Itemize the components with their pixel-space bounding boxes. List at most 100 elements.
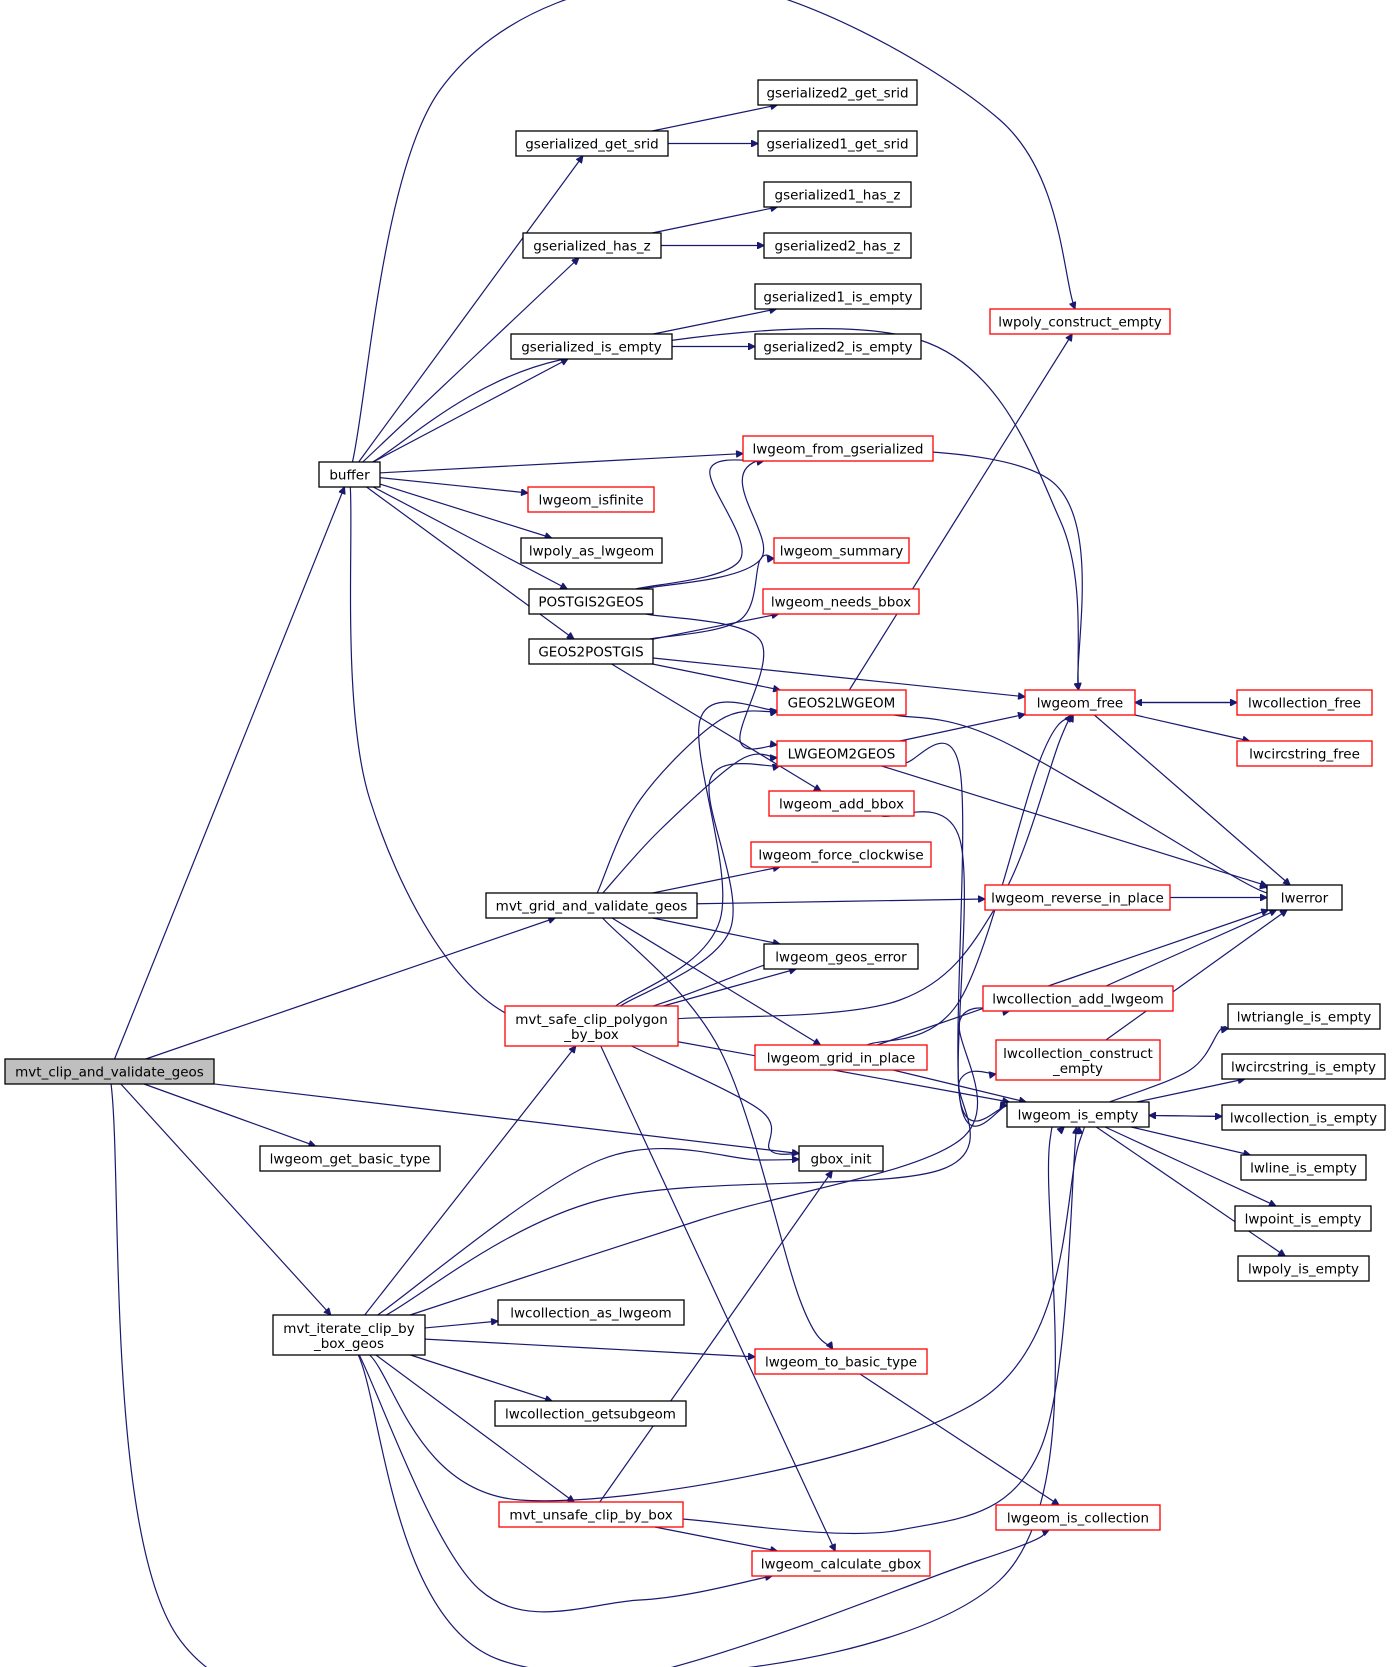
node-gserialized1-has-z[interactable]: gserialized1_has_z — [763, 181, 912, 208]
edge-geos2postgis-to-lwgeom_add_bbox — [611, 663, 821, 791]
node-lwgeom-to-basic-type[interactable]: lwgeom_to_basic_type — [754, 1348, 928, 1375]
node-lwgeom-needs-bbox[interactable]: lwgeom_needs_bbox — [762, 588, 920, 615]
node-lwcollection-free[interactable]: lwcollection_free — [1236, 689, 1373, 716]
node-lwgeom-from-gserialized[interactable]: lwgeom_from_gserialized — [742, 435, 934, 462]
node-box — [750, 841, 932, 868]
node-label: lwcollection_as_lwgeom — [510, 1306, 671, 1322]
node-lwpoly-is-empty[interactable]: lwpoly_is_empty — [1237, 1255, 1370, 1282]
node-lwcollection-as-lwgeom[interactable]: lwcollection_as_lwgeom — [497, 1299, 685, 1326]
node-lwpoly-as-lwgeom[interactable]: lwpoly_as_lwgeom — [520, 537, 663, 564]
node-root[interactable]: mvt_clip_and_validate_geos — [4, 1058, 215, 1085]
node-label: POSTGIS2GEOS — [538, 595, 643, 611]
node-box — [1236, 740, 1373, 767]
edge-lwgeom2geos-to-lwgeom_is_empty — [905, 742, 1007, 1127]
node-box — [754, 1044, 928, 1071]
node-lwpoint-is-empty[interactable]: lwpoint_is_empty — [1234, 1205, 1372, 1232]
node-box — [762, 588, 920, 615]
node-lwcollection-is-empty[interactable]: lwcollection_is_empty — [1221, 1104, 1386, 1131]
node-label: lwcircstring_is_empty — [1231, 1060, 1376, 1076]
node-gserialized-is-empty[interactable]: gserialized_is_empty — [510, 333, 673, 360]
node-label: mvt_safe_clip_polygon — [515, 1012, 668, 1028]
node-label: lwgeom_to_basic_type — [765, 1355, 917, 1371]
node-label: lwcollection_construct — [1003, 1046, 1153, 1062]
node-mvt-grid-and-validate-geos[interactable]: mvt_grid_and_validate_geos — [485, 892, 698, 919]
node-lwcollection-construct-empty[interactable]: lwcollection_construct_empty — [995, 1039, 1161, 1081]
node-mvt-iterate-clip-by-box-geos[interactable]: mvt_iterate_clip_by_box_geos — [272, 1314, 426, 1356]
node-label: lwgeom_get_basic_type — [270, 1152, 431, 1168]
node-lwgeom-geos-error[interactable]: lwgeom_geos_error — [763, 943, 919, 970]
node-geos2postgis[interactable]: GEOS2POSTGIS — [528, 638, 654, 665]
node-lwerror[interactable]: lwerror — [1266, 884, 1343, 911]
node-gserialized2-has-z[interactable]: gserialized2_has_z — [763, 232, 912, 259]
node-lwgeom-is-empty[interactable]: lwgeom_is_empty — [1006, 1101, 1150, 1128]
node-box — [528, 588, 654, 615]
node-box — [1237, 1255, 1370, 1282]
node-lwcircstring-is-empty[interactable]: lwcircstring_is_empty — [1221, 1053, 1386, 1080]
node-lwgeom2geos[interactable]: LWGEOM2GEOS — [776, 740, 907, 767]
edge-lwgeom_grid_in_place-to-lwerror — [877, 910, 1268, 1046]
node-gserialized1-get-srid[interactable]: gserialized1_get_srid — [757, 130, 918, 157]
node-gbox-init[interactable]: gbox_init — [798, 1145, 884, 1172]
node-label: lwerror — [1281, 891, 1329, 907]
node-gserialized2-get-srid[interactable]: gserialized2_get_srid — [757, 79, 918, 106]
node-label: gserialized1_get_srid — [766, 137, 908, 153]
node-lwgeom-free[interactable]: lwgeom_free — [1024, 689, 1136, 716]
node-box — [984, 884, 1171, 911]
node-lwgeom-summary[interactable]: lwgeom_summary — [773, 537, 910, 564]
edge-root-to-mvt_iterate_clip_by_box_geos — [120, 1083, 331, 1315]
node-postgis2geos[interactable]: POSTGIS2GEOS — [528, 588, 654, 615]
node-label: mvt_grid_and_validate_geos — [496, 899, 688, 915]
node-label: _box_geos — [313, 1336, 384, 1352]
node-gserialized2-is-empty[interactable]: gserialized2_is_empty — [754, 333, 922, 360]
edge-lwgeom_is_empty-to-lwline_is_empty — [1131, 1126, 1250, 1155]
node-gserialized-get-srid[interactable]: gserialized_get_srid — [515, 130, 669, 157]
node-lwline-is-empty[interactable]: lwline_is_empty — [1240, 1154, 1367, 1181]
edge-lwgeom_is_empty-to-lwpoint_is_empty — [1104, 1126, 1276, 1206]
edge-mvt_safe_clip_polygon_by_box-to-gbox_init — [631, 1045, 799, 1154]
node-label: lwcollection_free — [1248, 696, 1361, 712]
node-lwgeom-get-basic-type[interactable]: lwgeom_get_basic_type — [259, 1145, 441, 1172]
node-label: lwgeom_is_empty — [1018, 1108, 1139, 1124]
node-lwgeom-force-clockwise[interactable]: lwgeom_force_clockwise — [750, 841, 932, 868]
node-box — [497, 1299, 685, 1326]
node-mvt-safe-clip-polygon-by-box[interactable]: mvt_safe_clip_polygon_by_box — [504, 1005, 679, 1047]
edge-mvt_iterate_clip_by_box_geos-to-lwgeom_is_empty — [369, 1115, 1088, 1502]
node-box — [757, 79, 918, 106]
edge-mvt_iterate_clip_by_box_geos-to-lwcollection_as_lwgeom — [424, 1321, 498, 1329]
node-lwgeom-calculate-gbox[interactable]: lwgeom_calculate_gbox — [751, 1550, 931, 1577]
edge-postgis2geos-to-lwgeom_from_gserialized — [635, 460, 764, 590]
node-label: mvt_clip_and_validate_geos — [15, 1065, 204, 1081]
edge-mvt_grid_and_validate_geos-to-lwgeom_to_basic_type — [602, 917, 833, 1349]
node-lwcircstring-free[interactable]: lwcircstring_free — [1236, 740, 1373, 767]
node-lwgeom-add-bbox[interactable]: lwgeom_add_bbox — [768, 790, 915, 817]
node-lwgeom-reverse-in-place[interactable]: lwgeom_reverse_in_place — [984, 884, 1171, 911]
node-gserialized-has-z[interactable]: gserialized_has_z — [522, 232, 662, 259]
node-label: gbox_init — [810, 1152, 871, 1168]
node-box — [1024, 689, 1136, 716]
node-gserialized1-is-empty[interactable]: gserialized1_is_empty — [754, 283, 922, 310]
node-box — [798, 1145, 884, 1172]
node-mvt-unsafe-clip-by-box[interactable]: mvt_unsafe_clip_by_box — [498, 1501, 684, 1528]
node-lwpoly-construct-empty[interactable]: lwpoly_construct_empty — [989, 308, 1171, 335]
edges-layer — [110, 0, 1290, 1667]
edge-mvt_safe_clip_polygon_by_box-to-lwgeom_geos_error — [663, 969, 796, 1007]
edge-geos2postgis-to-lwgeom_needs_bbox — [652, 614, 779, 640]
node-geos2lwgeom[interactable]: GEOS2LWGEOM — [776, 689, 907, 716]
node-lwgeom-grid-in-place[interactable]: lwgeom_grid_in_place — [754, 1044, 928, 1071]
node-lwtriangle-is-empty[interactable]: lwtriangle_is_empty — [1227, 1003, 1381, 1030]
node-buffer[interactable]: buffer — [318, 461, 381, 488]
node-label: lwgeom_from_gserialized — [753, 442, 924, 458]
edge-mvt_iterate_clip_by_box_geos-to-mvt_unsafe_clip_by_box — [375, 1354, 574, 1502]
node-label: GEOS2POSTGIS — [538, 645, 643, 661]
node-box — [1266, 884, 1343, 911]
node-lwgeom-is-collection[interactable]: lwgeom_is_collection — [995, 1504, 1161, 1531]
node-label: gserialized1_has_z — [775, 188, 901, 204]
node-lwgeom-isfinite[interactable]: lwgeom_isfinite — [527, 486, 655, 513]
node-box — [4, 1058, 215, 1085]
node-label: gserialized_is_empty — [521, 340, 662, 356]
node-box — [272, 1314, 426, 1356]
node-lwcollection-add-lwgeom[interactable]: lwcollection_add_lwgeom — [982, 985, 1174, 1012]
node-lwcollection-getsubgeom[interactable]: lwcollection_getsubgeom — [494, 1400, 687, 1427]
edge-mvt_safe_clip_polygon_by_box-to-geos2lwgeom — [615, 701, 777, 1007]
